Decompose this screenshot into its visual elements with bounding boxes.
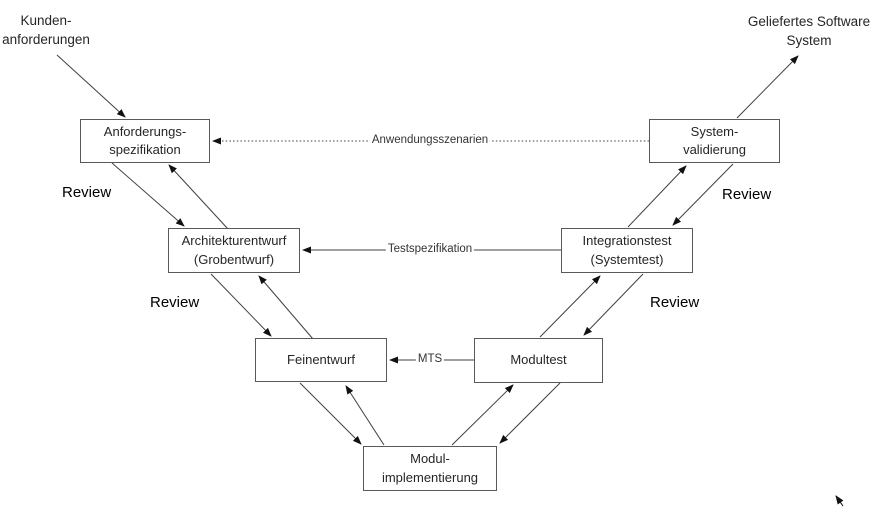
- label-delivered-software-system: Geliefertes Software System: [747, 14, 871, 48]
- box-architekturentwurf: Architekturentwurf (Grobentwurf): [168, 228, 300, 273]
- arrow-customer-to-requirements: [56, 54, 126, 118]
- mouse-cursor: [835, 495, 844, 507]
- label-anwendungsszenarien: Anwendungsszenarien: [369, 134, 491, 146]
- arrow-requirements-to-architecture: [111, 162, 185, 227]
- arrow-moduletest-review-down: [499, 382, 561, 444]
- arrow-architecture-to-detaildesign: [210, 273, 272, 337]
- arrow-detaildesign-review-up: [258, 275, 314, 340]
- arrow-integrationtest-review-down: [583, 273, 644, 336]
- arrow-validation-review-down: [672, 163, 734, 226]
- box-modultest: Modultest: [474, 338, 603, 383]
- label-customer-requirements: Kunden- anforderungen: [2, 13, 90, 47]
- label-review-right-mid: Review: [650, 294, 700, 311]
- label-testspezifikation: Testspezifikation: [385, 243, 475, 255]
- box-systemvalidierung: System- validierung: [649, 119, 780, 163]
- arrow-moduletest-to-integrationtest: [539, 275, 601, 338]
- label-review-left-top: Review: [62, 184, 112, 201]
- box-integrationstest: Integrationstest (Systemtest): [561, 228, 693, 273]
- arrow-architecture-review-up: [168, 164, 229, 230]
- arrow-implementation-review-up: [345, 385, 385, 446]
- arrow-implementation-to-moduletest: [451, 384, 514, 446]
- box-feinentwurf: Feinentwurf: [255, 338, 387, 382]
- arrow-validation-to-delivered: [736, 55, 799, 119]
- label-review-left-mid: Review: [150, 294, 200, 311]
- arrow-integrationtest-to-validation: [627, 165, 687, 228]
- label-mts: MTS: [415, 353, 445, 365]
- box-modulimplementierung: Modul- implementierung: [363, 446, 497, 491]
- box-anforderungsspezifikation: Anforderungs- spezifikation: [80, 119, 210, 163]
- label-review-right-top: Review: [722, 186, 772, 203]
- arrow-detaildesign-to-implementation: [299, 382, 362, 445]
